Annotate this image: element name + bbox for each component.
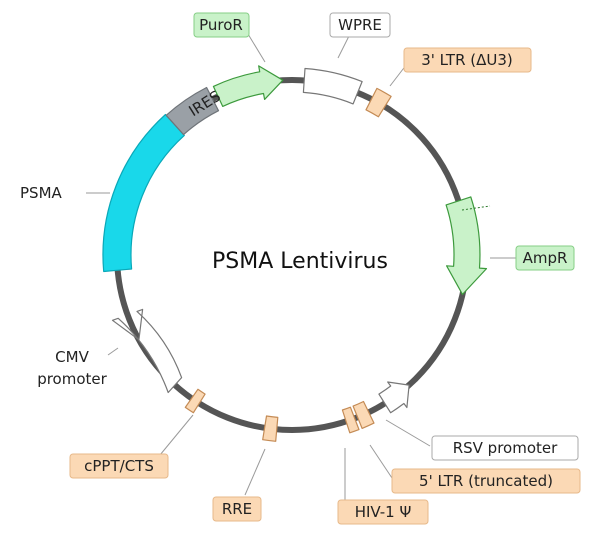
ltr5-leader [369,444,393,479]
feature-ampr[interactable] [445,196,488,295]
ampr-label-box [515,245,575,271]
wpre-label-box [329,12,391,38]
feature-wpre[interactable] [302,67,363,105]
feature-cmv-promoter[interactable] [111,308,183,394]
ltr5-label-box [391,468,581,494]
feature-5-ltr[interactable] [352,400,375,429]
cmv-label-line1: CMV [55,348,89,366]
feature-ires[interactable] [165,86,220,136]
ampr-divider [461,205,491,211]
wpre-label: WPRE [338,16,382,34]
rsv-label-box [431,435,579,461]
feature-psma[interactable] [102,113,185,273]
cppt-leader [159,414,194,456]
ltr5-label: 5' LTR (truncated) [419,472,553,490]
cmv-leader [107,347,119,356]
ltr3-label-box [403,47,532,73]
rsv-leader [385,419,431,447]
puro-leader [247,33,266,63]
cmv-label-line2: promoter [37,370,107,388]
ltr3-label: 3' LTR (ΔU3) [421,51,513,69]
puror-label-box [193,12,250,38]
hiv-label-box [337,499,429,525]
wpre-leader [337,33,351,59]
hiv-label: HIV-1 Ψ [355,503,412,521]
feature-hiv-psi[interactable] [341,406,360,434]
ampr-label: AmpR [523,249,568,267]
puror-label: PuroR [199,16,243,34]
feature-3-ltr[interactable] [365,87,392,118]
plasmid-title: PSMA Lentivirus [212,249,388,274]
psma-label: PSMA [20,184,63,202]
rsv-label: RSV promoter [453,439,558,457]
rre-label-box [212,496,262,522]
cppt-label-box [69,453,169,479]
cppt-label: cPPT/CTS [84,457,154,475]
feature-puror[interactable] [212,65,284,107]
feature-rre[interactable] [262,415,279,442]
feature-rsv-promoter[interactable] [378,381,410,414]
feature-cppt-cts[interactable] [184,388,206,414]
rre-label: RRE [222,500,252,518]
rre-leader [244,448,266,496]
